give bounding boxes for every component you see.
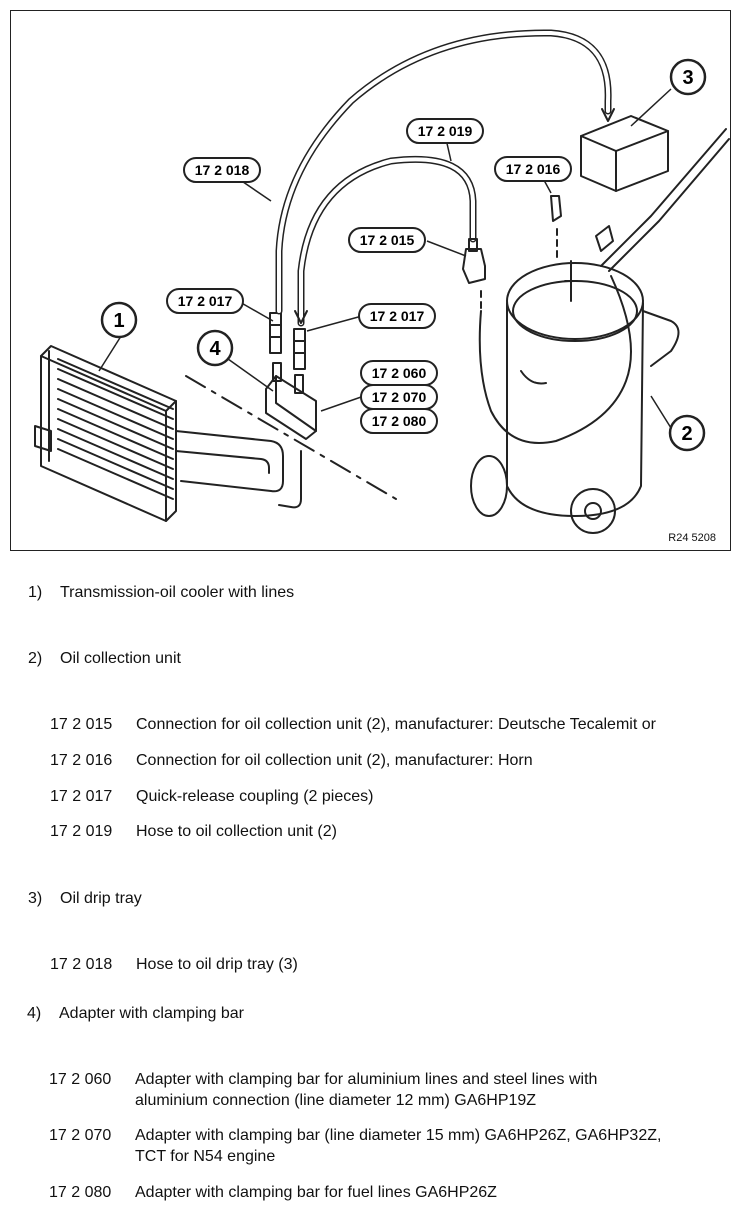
marker-2: 2 [668,414,706,452]
diagram-figure: 17 2 018 17 2 019 17 2 016 17 2 015 17 2… [10,10,731,551]
quick-couplings-drawing [269,312,306,370]
callout-label: 17 2 060 [372,365,427,381]
marker-4: 4 [196,329,234,367]
item-code: 17 2 019 [50,823,113,840]
centre-line [185,375,397,500]
callout-17-2-017-right: 17 2 017 [358,303,436,329]
callout-label: 17 2 018 [195,162,250,178]
callout-17-2-015: 17 2 015 [348,227,426,253]
marker-1: 1 [100,301,138,339]
callout-17-2-016: 17 2 016 [494,156,572,182]
item-code: 17 2 015 [50,716,113,733]
figure-reference: R24 5208 [668,532,716,544]
item-description: Hose to oil drip tray (3) [136,956,298,973]
callouts: 17 2 018 17 2 019 17 2 016 17 2 015 17 2… [166,118,572,434]
item-code: 17 2 080 [49,1184,112,1201]
oil-collection-unit-drawing [470,128,730,534]
item-description: Hose to oil collection unit (2) [136,823,337,840]
item-description-cont: TCT for N54 engine [135,1148,276,1165]
oil-cooler-drawing [34,345,302,522]
marker-label: 4 [209,338,221,360]
section-number: 3) [28,890,43,907]
marker-label: 2 [681,423,692,445]
diagram-svg: 17 2 018 17 2 019 17 2 016 17 2 015 17 2… [34,29,730,534]
callout-17-2-018: 17 2 018 [183,157,261,183]
item-code: 17 2 060 [49,1071,112,1088]
marker-label: 1 [113,310,124,332]
item-description: Connection for oil collection unit (2), … [136,716,656,733]
section-title: Transmission-oil cooler with lines [60,584,295,601]
item-code: 17 2 017 [50,788,113,805]
callout-label: 17 2 080 [372,413,427,429]
marker-3: 3 [669,58,707,96]
callout-label: 17 2 017 [370,308,425,324]
section-title: Oil collection unit [60,650,181,667]
item-description: Adapter with clamping bar for aluminium … [135,1071,598,1088]
callout-label: 17 2 019 [418,123,473,139]
callout-17-2-080: 17 2 080 [360,408,438,434]
item-description: Adapter with clamping bar for fuel lines… [135,1184,497,1201]
section-number: 4) [27,1005,42,1022]
callout-label: 17 2 016 [506,161,561,177]
item-code: 17 2 070 [49,1127,112,1144]
callout-label: 17 2 070 [372,389,427,405]
adapter-drawing [265,362,317,440]
item-description-cont: aluminium connection (line diameter 12 m… [135,1092,537,1109]
item-description: Connection for oil collection unit (2), … [136,752,533,769]
callout-17-2-019: 17 2 019 [406,118,484,144]
callout-17-2-070: 17 2 070 [360,384,438,410]
callout-label: 17 2 015 [360,232,415,248]
callout-17-2-060: 17 2 060 [360,360,438,386]
drip-tray-drawing [580,115,669,192]
callout-label: 17 2 017 [178,293,233,309]
section-title: Adapter with clamping bar [59,1005,244,1022]
item-code: 17 2 016 [50,752,113,769]
section-title: Oil drip tray [60,890,142,907]
callout-17-2-017-left: 17 2 017 [166,288,244,314]
item-description: Quick-release coupling (2 pieces) [136,788,374,805]
marker-label: 3 [682,67,693,89]
section-number: 2) [28,650,43,667]
number-markers: 1 2 3 4 [100,58,707,452]
section-number: 1) [28,584,43,601]
item-description: Adapter with clamping bar (line diameter… [135,1127,662,1144]
item-code: 17 2 018 [50,956,113,973]
